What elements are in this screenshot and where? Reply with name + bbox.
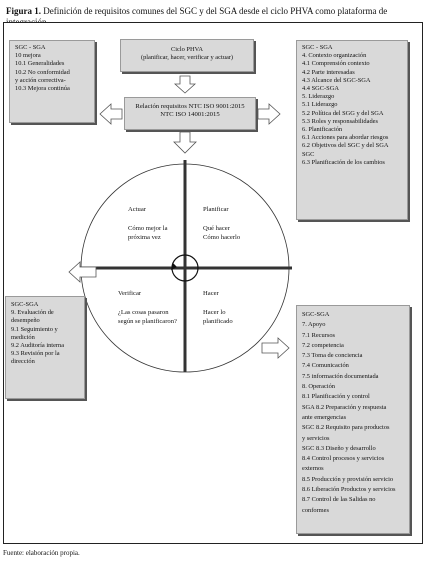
arrow-middle-down <box>173 131 197 154</box>
planificar-line: 6.1 Acciones para abordar riesgos <box>302 134 389 142</box>
requirements-relation-box: Relación requisitos NTC ISO 9001:2015 NT… <box>124 97 256 130</box>
planificar-line: 5.2 Política del SGG y del SGA <box>302 109 384 117</box>
hacer-line: 7.1 Recursos <box>302 331 336 339</box>
planificar-line: 6.2 Objetivos del SGC y del SGA <box>302 142 389 150</box>
hacer-line: 8.1 Planificación y control <box>302 393 370 401</box>
hacer-line: 7.4 Comunicación <box>302 362 349 370</box>
phva-cycle-line1: Ciclo PHVA <box>170 46 204 53</box>
hacer-line: conformes <box>302 506 329 514</box>
phva-cycle-line2: (planificar, hacer, verificar y actuar) <box>140 54 234 62</box>
actuar-line: 10.3 Mejora continúa <box>15 85 70 93</box>
hacer-line: y servicios <box>302 434 330 442</box>
planificar-line: 4.4 SGC-SGA <box>302 85 339 93</box>
verificar-line: 9. Evaluación de <box>11 309 54 317</box>
hacer-line: 8.4 Control procesos y servicios <box>302 455 385 463</box>
quadrant-hacer-line1: Hacer lo <box>203 309 226 316</box>
rotation-arrowhead <box>171 263 177 270</box>
actuar-requirements-box: SGC - SGA 10 mejora 10.1 Generalidades 1… <box>9 40 95 123</box>
actuar-line: 10 mejora <box>15 52 41 60</box>
actuar-line: 10.2 No conformidad <box>15 68 70 76</box>
quadrant-verificar-line2: según se planificaron? <box>118 318 177 325</box>
planificar-line: 5.3 Roles y responsabilidades <box>302 117 378 125</box>
quadrant-actuar: Actuar Cómo mejor la próxima vez <box>128 205 168 242</box>
quadrant-planificar: Planificar Qué hacer Cómo hacerlo <box>203 205 240 242</box>
planificar-line: SGC - SGA <box>302 44 333 51</box>
hacer-line: 7. Apoyo <box>302 321 326 329</box>
hacer-line: ante emergencias <box>302 413 347 421</box>
planificar-line: 6. Planificación <box>302 126 343 134</box>
phva-cycle-box: Ciclo PHVA (planificar, hacer, verificar… <box>120 39 254 72</box>
planificar-line: 4.2 Parte interesadas <box>302 68 355 76</box>
verificar-line: 9.2 Auditoría interna <box>11 342 65 350</box>
quadrant-planificar-line2: Cómo hacerlo <box>203 234 241 241</box>
requirements-relation-line1: Relación requisitos NTC ISO 9001:2015 <box>135 103 245 110</box>
hacer-requirements-box: SGC-SGA 7. Apoyo 7.1 Recursos 7.2 compet… <box>296 305 410 534</box>
planificar-requirements-box: SGC - SGA 4. Contexto organización 4.1 C… <box>296 40 408 220</box>
hacer-line: SGC 8.2 Requisito para productos <box>302 424 390 432</box>
quadrant-verificar-line1: ¿Las cosas pasaron <box>118 309 169 316</box>
actuar-line: y acción correctiva- <box>15 76 66 84</box>
arrow-top-down <box>173 75 197 94</box>
figure-source: Fuente: elaboración propia. <box>3 549 80 557</box>
planificar-line: 5.1 Liderazgo <box>302 101 338 109</box>
planificar-line: 4.3 Alcance del SGC-SGA <box>302 76 371 84</box>
verificar-line: dirección <box>11 358 35 366</box>
quadrant-hacer-title: Hacer <box>203 290 219 297</box>
hacer-line: 8. Operación <box>302 383 336 391</box>
planificar-line: SGC <box>302 150 315 158</box>
hacer-line: 8.6 Liberación Productos y servicios <box>302 486 396 494</box>
hacer-line: SGC-SGA <box>302 311 330 318</box>
requirements-relation-line2: NTC ISO 14001:2015 <box>160 111 220 119</box>
quadrant-hacer-line2: planificado <box>203 318 233 325</box>
planificar-line: 4. Contexto organización <box>302 52 367 60</box>
verificar-line: 9.3 Revisión por la <box>11 350 60 358</box>
hacer-line: SGA 8.2 Preparación y respuesta <box>302 403 387 411</box>
quadrant-actuar-title: Actuar <box>128 206 146 213</box>
quadrant-planificar-line1: Qué hacer <box>203 225 230 232</box>
quadrant-planificar-title: Planificar <box>203 206 229 213</box>
planificar-line: 4.1 Comprensión contexto <box>302 60 370 68</box>
arrow-left-actuar <box>99 103 123 125</box>
verificar-line: medición <box>11 333 35 341</box>
verificar-line: desempeño <box>11 317 40 325</box>
arrow-right-hacer <box>261 337 290 359</box>
planificar-line: 6.3 Planificación de los cambios <box>302 158 385 166</box>
arrow-left-verificar <box>68 261 97 283</box>
actuar-line: 10.1 Generalidades <box>15 60 65 68</box>
verificar-requirements-box: SGC-SGA 9. Evaluación de desempeño 9.1 S… <box>5 296 85 399</box>
hacer-line: 7.5 información documentada <box>302 372 379 380</box>
quadrant-actuar-line1: Cómo mejor la <box>128 225 168 232</box>
quadrant-verificar-title: Verificar <box>118 290 142 297</box>
hacer-line: 7.3 Toma de conciencia <box>302 352 363 360</box>
figure-title-prefix: Figura 1. <box>6 6 41 16</box>
hacer-line: SGC 8.3 Diseño y desarrollo <box>302 444 376 452</box>
quadrant-hacer: Hacer Hacer lo planificado <box>203 289 233 326</box>
verificar-line: 9.1 Seguimiento y <box>11 325 58 333</box>
quadrant-actuar-line2: próxima vez <box>128 234 161 241</box>
hacer-line: externos <box>302 465 324 473</box>
hacer-line: 7.2 competencia <box>302 341 344 349</box>
planificar-line: 5. Liderazgo <box>302 93 335 101</box>
actuar-line: SGC - SGA <box>15 44 46 51</box>
quadrant-verificar: Verificar ¿Las cosas pasaron según se pl… <box>118 289 177 326</box>
hacer-line: 8.7 Control de las Salidas no <box>302 496 376 504</box>
hacer-line: 8.5 Producción y provisión servicio <box>302 475 394 483</box>
verificar-line: SGC-SGA <box>11 301 39 308</box>
arrow-right-planificar <box>257 103 281 125</box>
